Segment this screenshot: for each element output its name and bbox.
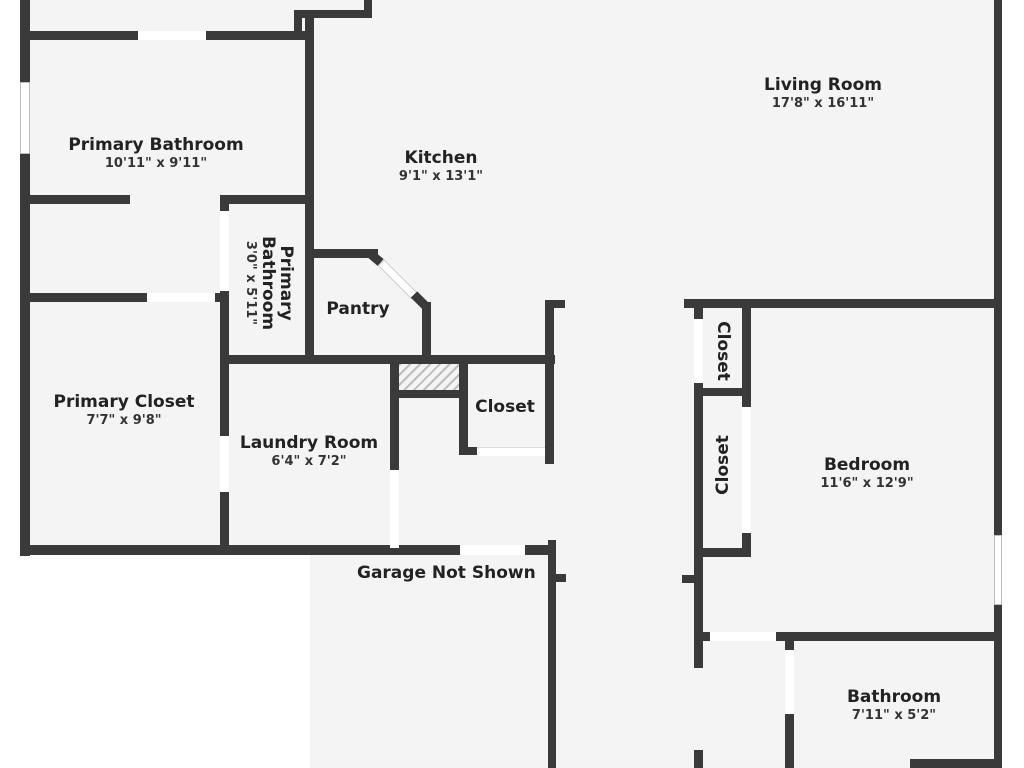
room-dimensions: 9'1" x 13'1": [398, 169, 484, 184]
room-label-primary-bathroom: Primary Bathroom 10'11" x 9'11": [68, 135, 243, 173]
door-laundry-west[interactable]: [220, 436, 229, 492]
room-label-bathroom: Bathroom 7'11" x 5'2": [847, 687, 941, 725]
room-name: Primary Closet: [53, 392, 195, 412]
window-primary-bath: [20, 82, 30, 154]
room-label-bedroom-closet-2: Closet: [713, 435, 733, 495]
window-bedroom: [994, 535, 1002, 605]
room-dimensions: 6'4" x 7'2": [271, 454, 347, 469]
wall-top-left: [20, 31, 138, 40]
wall-middle-east-cap: [545, 300, 565, 308]
wall-west: [20, 0, 30, 556]
wall-east-lower: [994, 605, 1002, 768]
wall-pb-south-a: [20, 195, 130, 204]
wall-east: [994, 0, 1002, 535]
door-closet-1[interactable]: [694, 319, 703, 383]
room-label-bedroom-closet-1: Closet: [713, 321, 733, 381]
garage-note: Garage Not Shown: [357, 563, 536, 583]
chase-hatch: [399, 364, 459, 390]
wall-closet-top-a: [20, 293, 147, 302]
door-small-bath[interactable]: [220, 211, 229, 291]
room-dimensions: 17'8" x 16'11": [771, 96, 875, 111]
floor-hallway: [548, 540, 708, 768]
room-name: Laundry Room: [239, 433, 379, 453]
wall-small-bath-west: [220, 195, 229, 211]
floor-upper-left: [22, 0, 312, 550]
room-name: Primary Bathroom: [68, 135, 244, 155]
wall-chase-west: [390, 355, 399, 470]
wall-pantry-top: [310, 249, 378, 258]
room-dimensions: 3'0" x 5'11": [243, 240, 258, 326]
wall-south-left: [20, 545, 460, 555]
door-closet-2[interactable]: [742, 407, 751, 533]
wall-closet2-south: [694, 548, 751, 557]
wall-small-bath-west-b: [220, 291, 229, 555]
room-name: Living Room: [764, 75, 882, 95]
wall-middle-east: [545, 300, 554, 464]
room-dimensions: 10'11" x 9'11": [104, 156, 208, 171]
door-laundry-east[interactable]: [390, 470, 399, 548]
wall-closet1-south: [694, 388, 751, 396]
wall-hall-west: [548, 540, 556, 768]
wall-hall-stub: [548, 574, 566, 582]
door-bathroom[interactable]: [785, 650, 794, 714]
wall-pantry-east: [422, 302, 431, 362]
room-name: Kitchen: [404, 148, 478, 168]
room-name: Bedroom: [823, 455, 911, 475]
wall-top-left-b: [206, 31, 312, 40]
wall-bath-west-cap: [785, 632, 794, 650]
room-name: Closet: [713, 321, 733, 381]
room-label-pantry: Pantry: [326, 299, 389, 319]
wall-closet-south-a: [459, 447, 477, 455]
wall-closet2-east-b: [742, 533, 751, 557]
wall-hall-east-stub: [694, 750, 703, 768]
wall-closet1-east: [742, 299, 751, 407]
wall-top-jog-end: [364, 0, 372, 18]
wall-bath-top-b: [776, 632, 1002, 641]
wall-bedroom-stub: [682, 575, 696, 583]
room-dimensions: 7'11" x 5'2": [851, 708, 937, 723]
wall-bath-west: [785, 714, 794, 768]
wall-pb-south-b: [220, 195, 312, 204]
room-name: Closet: [713, 435, 733, 495]
wall-bedroom-west-cap: [694, 299, 703, 319]
wall-bedroom-west: [694, 383, 703, 668]
room-label-primary-closet: Primary Closet 7'7" x 9'8": [54, 392, 195, 430]
wall-bath-south: [910, 759, 1002, 768]
wall-chase-south: [390, 390, 460, 398]
wall-kitchen-west: [305, 18, 314, 358]
wall-bedroom-top: [684, 299, 1002, 308]
wall-closet-west: [459, 355, 468, 455]
door-primary-bath-top[interactable]: [138, 31, 206, 40]
room-dimensions: 7'7" x 9'8": [86, 413, 162, 428]
room-label-bedroom: Bedroom 11'6" x 12'9": [820, 455, 913, 493]
room-name: Primary Bathroom: [258, 235, 296, 331]
room-label-living-room: Living Room 17'8" x 16'11": [764, 75, 882, 113]
room-label-hall-closet: Closet: [475, 397, 535, 417]
room-label-kitchen: Kitchen 9'1" x 13'1": [399, 148, 483, 186]
room-label-laundry-room: Laundry Room 6'4" x 7'2": [240, 433, 378, 471]
door-primary-closet[interactable]: [147, 293, 215, 302]
door-hall-closet[interactable]: [477, 447, 545, 456]
wall-top-jog-h: [294, 10, 370, 18]
room-dimensions: 11'6" x 12'9": [820, 476, 914, 491]
room-name: Pantry: [326, 299, 390, 319]
wall-closet-top-b: [215, 293, 225, 302]
room-name: Closet: [475, 397, 535, 417]
room-name: Bathroom: [846, 687, 942, 707]
room-label-primary-bathroom-small: Primary Bathroom 3'0" x 5'11": [241, 233, 296, 333]
door-bedroom[interactable]: [710, 632, 776, 641]
wall-bath-top-a: [694, 632, 710, 641]
door-garage[interactable]: [460, 545, 525, 555]
wall-south-left-b: [525, 545, 555, 555]
wall-top-jog-v: [294, 10, 302, 38]
